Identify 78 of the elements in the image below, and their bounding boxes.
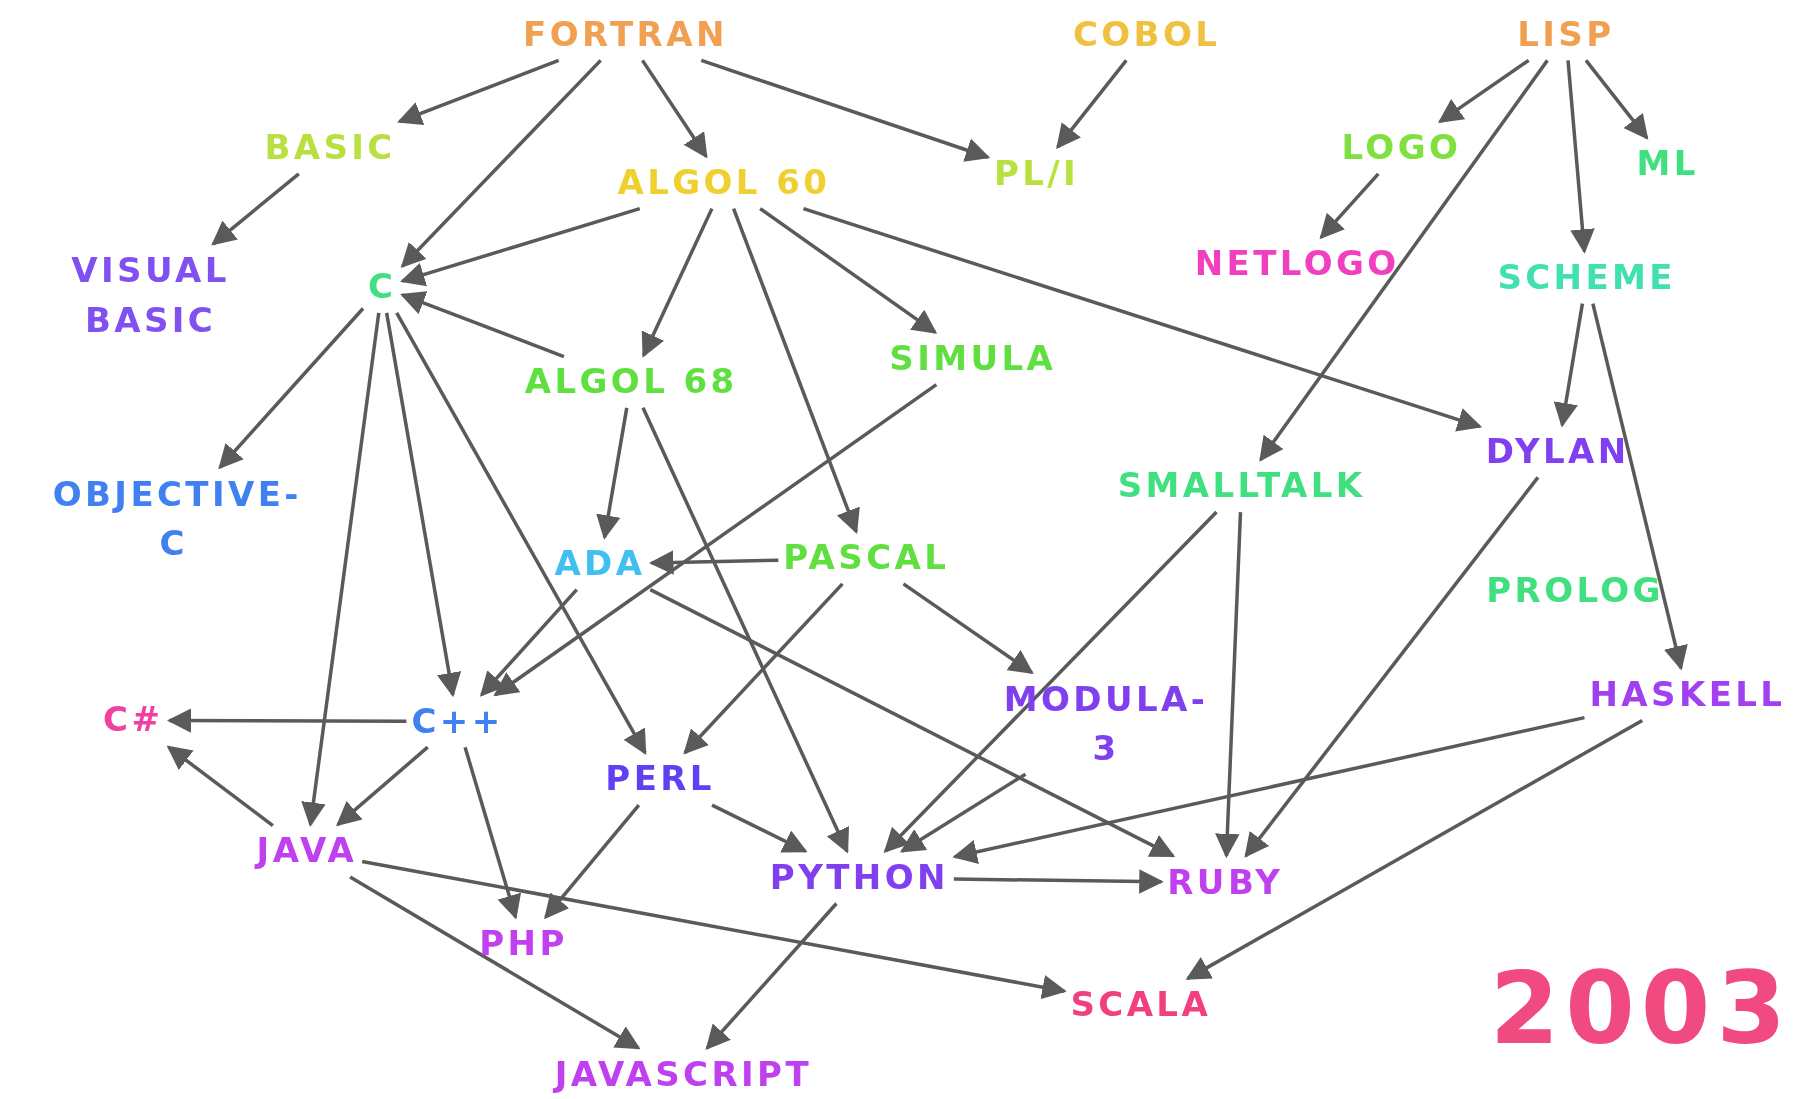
language-label: ALGOL 68: [520, 357, 742, 407]
language-label: SMALLTALK: [1113, 461, 1370, 512]
arrow: [1566, 60, 1595, 254]
language-label: ADA: [550, 539, 650, 589]
language-label: VISUAL BASIC: [50, 246, 251, 345]
language-label: C++: [407, 696, 508, 747]
language-label: ALGOL 60: [613, 158, 835, 208]
language-label: PROLOG: [1482, 566, 1668, 616]
language-label: NETLOGO: [1190, 239, 1404, 289]
arrow: [902, 582, 1034, 674]
arrow: [759, 207, 938, 334]
language-label: JAVA: [252, 826, 362, 876]
arrow: [218, 307, 365, 470]
arrow: [336, 745, 429, 827]
language-label: FORTRAN: [519, 10, 732, 60]
language-label: JAVASCRIPT: [550, 1050, 816, 1099]
arrow: [349, 875, 641, 1050]
language-label: ML: [1632, 139, 1703, 190]
arrow: [641, 207, 714, 358]
arrow: [400, 206, 641, 287]
arrow: [952, 715, 1585, 864]
arrow: [1437, 58, 1530, 124]
language-label: PL/I: [989, 149, 1084, 199]
arrow: [1319, 172, 1380, 240]
language-label: PERL: [601, 754, 719, 805]
arrow: [1259, 59, 1549, 462]
arrow: [649, 588, 1176, 858]
language-label: SCALA: [1066, 980, 1216, 1030]
arrow: [1584, 59, 1649, 140]
arrow: [953, 869, 1164, 894]
arrow: [463, 746, 522, 920]
language-label: LISP: [1513, 10, 1619, 60]
language-label: PASCAL: [779, 533, 954, 583]
arrow: [166, 708, 407, 733]
arrow: [397, 58, 560, 126]
arrow: [1056, 59, 1128, 149]
language-label: SCHEME: [1493, 253, 1680, 303]
language-label: C: [364, 262, 401, 312]
arrow: [883, 510, 1218, 853]
arrow: [400, 291, 565, 359]
language-label: OBJECTIVE-C: [48, 469, 299, 569]
arrow: [479, 588, 579, 697]
arrow: [301, 312, 381, 828]
arrow: [211, 172, 300, 246]
arrow: [493, 383, 938, 697]
language-label: HASKELL: [1585, 670, 1790, 720]
arrow: [596, 407, 629, 540]
language-label: PYTHON: [765, 853, 953, 903]
language-label: LOGO: [1337, 123, 1466, 173]
arrow: [384, 312, 462, 698]
arrow: [700, 58, 991, 162]
arrow: [544, 803, 641, 920]
arrow: [711, 803, 808, 853]
language-label: PHP: [475, 919, 572, 969]
arrow: [1215, 512, 1243, 859]
arrow: [400, 59, 602, 269]
arrow: [361, 859, 1067, 1000]
arrow: [683, 582, 844, 755]
arrow: [731, 208, 860, 534]
arrow: [1244, 476, 1540, 858]
language-label: COBOL: [1068, 10, 1225, 60]
language-label: RUBY: [1163, 857, 1288, 908]
arrow: [1591, 303, 1688, 671]
arrow: [649, 550, 779, 575]
language-label: SIMULA: [885, 334, 1061, 384]
language-label: DYLAN: [1481, 427, 1634, 477]
arrow: [641, 407, 849, 854]
arrow: [1185, 719, 1644, 981]
arrow: [705, 902, 838, 1050]
arrow: [802, 206, 1483, 432]
year-label: 2003: [1489, 959, 1792, 1059]
arrow: [641, 59, 708, 159]
arrow: [1553, 303, 1585, 428]
arrow: [395, 312, 647, 755]
arrow: [166, 745, 274, 827]
language-label: BASIC: [260, 123, 400, 173]
language-label: C#: [99, 695, 168, 745]
arrow: [899, 772, 1027, 853]
